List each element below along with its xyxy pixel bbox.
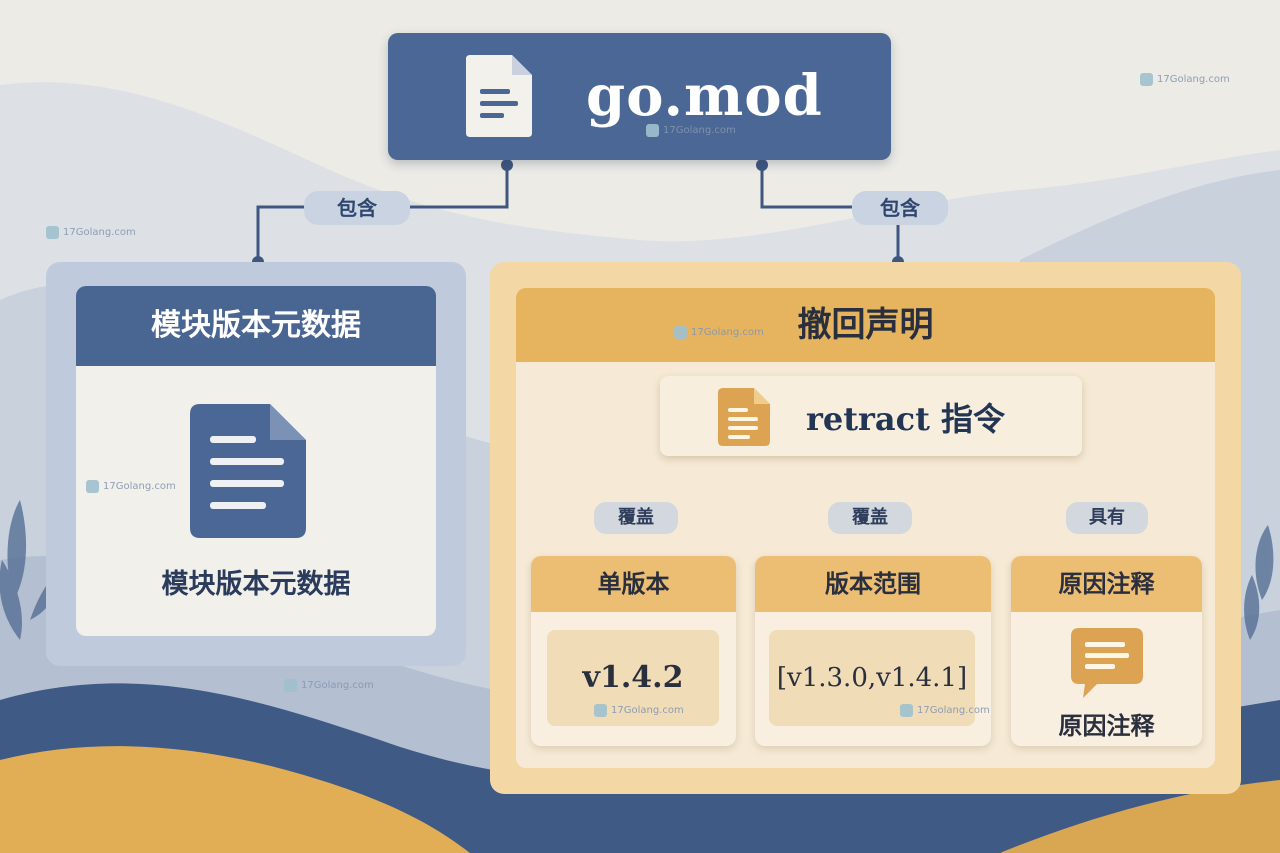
leaf-version-range-value: [v1.3.0,v1.4.1] (769, 630, 975, 726)
edge-label-right: 包含 (852, 191, 948, 225)
root-title: go.mod (586, 63, 823, 129)
watermark: 17Golang.com (1140, 73, 1230, 86)
watermark-logo-icon (900, 704, 913, 717)
watermark-logo-icon (646, 124, 659, 137)
retraction-card-header: 撤回声明 (516, 288, 1215, 362)
watermark: 17Golang.com (86, 480, 176, 493)
edge-label-cover-range: 覆盖 (828, 502, 912, 534)
watermark-logo-icon (46, 226, 59, 239)
metadata-card: 模块版本元数据 模块版本元数据 (46, 262, 466, 666)
leaf-single-version-header: 单版本 (531, 556, 736, 612)
watermark: 17Golang.com (284, 679, 374, 692)
document-icon (718, 388, 770, 446)
document-icon (190, 404, 306, 538)
watermark: 17Golang.com (594, 704, 684, 717)
watermark: 17Golang.com (674, 326, 764, 339)
leaf-reason-comment-label: 原因注释 (1058, 712, 1155, 740)
leaf-reason-comment: 原因注释 原因注释 (1011, 556, 1202, 746)
watermark: 17Golang.com (900, 704, 990, 717)
watermark-logo-icon (86, 480, 99, 493)
watermark: 17Golang.com (46, 226, 136, 239)
edge-label-cover-single: 覆盖 (594, 502, 678, 534)
document-icon (466, 55, 532, 137)
chat-bubble-icon (1071, 628, 1143, 698)
watermark-logo-icon (594, 704, 607, 717)
leaf-reason-comment-header: 原因注释 (1011, 556, 1202, 612)
leaf-version-range-header: 版本范围 (755, 556, 991, 612)
watermark-logo-icon (1140, 73, 1153, 86)
root-node-go-mod: go.mod (388, 33, 891, 160)
leaf-version-range: 版本范围 [v1.3.0,v1.4.1] (755, 556, 991, 746)
retract-directive-title: retract 指令 (806, 400, 1006, 438)
leaf-single-version-value: v1.4.2 (547, 630, 719, 726)
metadata-card-header: 模块版本元数据 (76, 286, 436, 366)
edge-label-left: 包含 (304, 191, 410, 225)
metadata-card-body: 模块版本元数据 (76, 366, 436, 636)
watermark-logo-icon (674, 326, 687, 339)
leaf-single-version: 单版本 v1.4.2 (531, 556, 736, 746)
metadata-label: 模块版本元数据 (161, 569, 351, 600)
edge-label-has-reason: 具有 (1066, 502, 1148, 534)
watermark-logo-icon (284, 679, 297, 692)
retract-directive-node: retract 指令 (660, 376, 1082, 456)
watermark: 17Golang.com (646, 124, 736, 137)
